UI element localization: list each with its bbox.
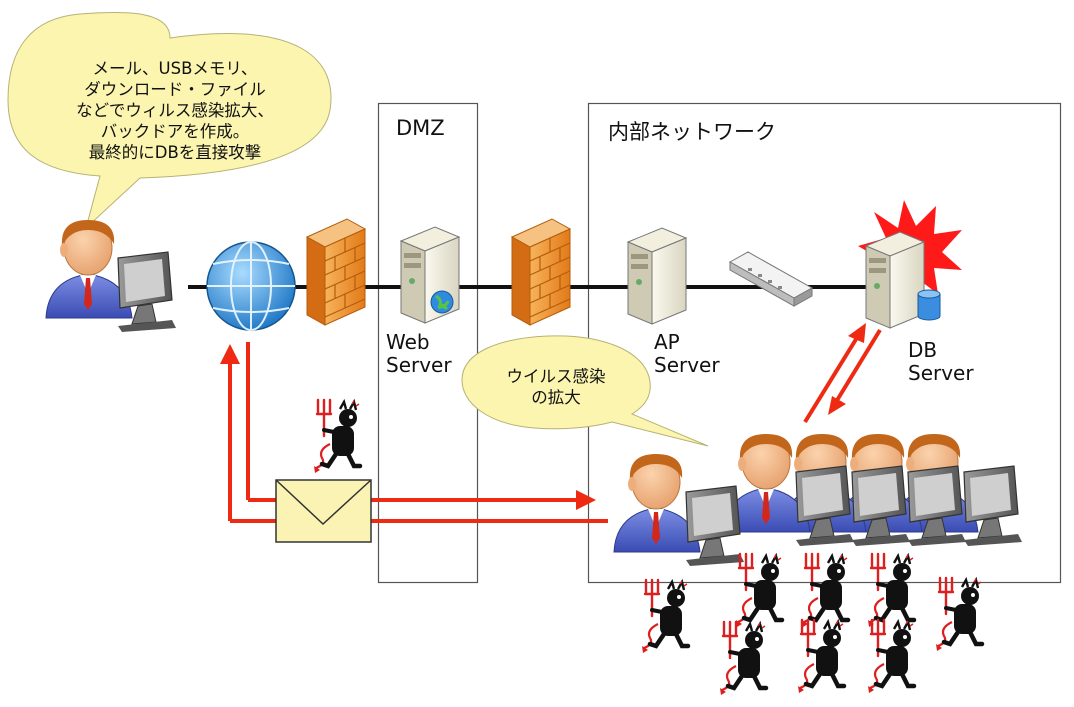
virus-devil-icon <box>802 554 848 627</box>
virus-devil-icon <box>314 400 360 473</box>
firewall-icon <box>511 218 571 326</box>
firewall-icon <box>306 218 366 326</box>
internet-globe-icon <box>206 241 296 331</box>
virus-devil-icon <box>798 620 844 693</box>
ap-server-label-line2: Server <box>654 353 720 377</box>
infection-bubble-line: の拡大 <box>531 388 581 407</box>
dmz-zone-title: DMZ <box>396 116 445 140</box>
ap-server-icon <box>627 227 687 325</box>
attacker-icon <box>45 219 177 333</box>
attacker-bubble-text: メール、USBメモリ、 ダウンロード・ファイル などでウィルス感染拡大、 バック… <box>40 58 310 163</box>
virus-devil-icon <box>868 554 914 627</box>
infected-user-icon <box>613 453 745 567</box>
attacker-bubble-line: 最終的にDBを直接攻撃 <box>88 143 262 162</box>
virus-devil-icon <box>936 578 982 651</box>
infected-user-group <box>613 433 1023 567</box>
attacker-bubble-line: バックドアを作成。 <box>100 122 250 141</box>
web-server-label-line1: Web <box>386 330 430 354</box>
db-server-icon <box>865 231 941 329</box>
virus-devil-icon <box>642 580 688 653</box>
virus-devil-icon <box>736 554 782 627</box>
db-server-label-line2: Server <box>908 361 974 385</box>
db-server-label: DB Server <box>908 339 974 385</box>
ap-server-label-line1: AP <box>654 330 680 354</box>
email-envelope-icon <box>275 479 372 543</box>
attacker-bubble-line: ダウンロード・ファイル <box>84 80 266 99</box>
infection-bubble-text: ウイルス感染 の拡大 <box>486 366 626 408</box>
virus-swarm <box>642 554 982 695</box>
web-server-label-line2: Server <box>386 353 452 377</box>
virus-devil-icon <box>720 622 766 695</box>
db-server-label-line1: DB <box>908 338 938 362</box>
attacker-speech-bubble <box>7 11 332 230</box>
web-server-label: Web Server <box>386 331 452 377</box>
db-attack-arrows <box>803 323 882 424</box>
ap-server-label: AP Server <box>654 331 720 377</box>
infection-speech-bubble <box>461 335 709 447</box>
web-server-icon <box>400 226 460 324</box>
virus-devil-icon <box>868 620 914 693</box>
switch-icon <box>728 251 814 307</box>
attacker-bubble-line: などでウィルス感染拡大、 <box>76 101 274 120</box>
attacker-bubble-line: メール、USBメモリ、 <box>92 59 258 78</box>
internal-network-zone-title: 内部ネットワーク <box>608 120 776 144</box>
dmz-zone-box <box>377 102 479 584</box>
infection-bubble-line: ウイルス感染 <box>506 367 606 386</box>
